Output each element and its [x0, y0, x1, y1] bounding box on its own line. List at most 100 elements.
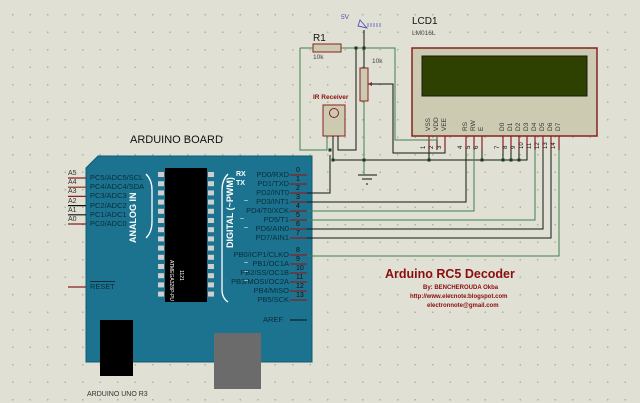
atmega-chip[interactable]	[165, 168, 207, 302]
digital-pin-tag: ~	[244, 269, 249, 276]
project-title: Arduino RC5 Decoder	[385, 267, 515, 281]
analog-pin-name: PC3/ADC3	[90, 191, 127, 201]
resistor-ref: R1	[313, 33, 326, 44]
wire-junction	[362, 158, 366, 162]
digital-pin-tag: RX	[236, 171, 246, 178]
lcd-pin-number: 1	[421, 145, 427, 149]
chip-sublabel: 1121	[178, 270, 184, 281]
chip-pin	[158, 254, 164, 260]
wire	[307, 150, 475, 212]
chip-pin	[158, 190, 164, 196]
digital-pin-name: PB0/ICP1/CLKO	[233, 250, 289, 259]
digital-pin-number: 8	[296, 247, 300, 254]
ir-receiver[interactable]	[322, 104, 346, 137]
lcd-pin-number: 11	[527, 142, 533, 149]
wire	[337, 48, 357, 151]
digital-pin-name: PD1/TXD	[257, 179, 289, 188]
lcd-pin-number: 10	[519, 142, 525, 149]
analog-in-header: ANALOG IN	[128, 192, 138, 244]
digital-pin-name: PB4/MISO	[253, 286, 289, 295]
wire-junction	[354, 46, 358, 50]
wire	[394, 136, 438, 141]
potentiometer[interactable]	[359, 67, 369, 102]
chip-label: ATMEGA328P-PU	[168, 260, 174, 302]
wire	[307, 155, 331, 194]
lcd-pin-number: 7	[495, 145, 501, 149]
chip-pin	[208, 291, 214, 297]
project-author: By: BENCHEROUDA Okba	[423, 285, 499, 291]
digital-pin-name: PD6/AIN0	[255, 224, 289, 233]
wire	[307, 150, 544, 230]
lcd-pin-name: VSS	[425, 117, 432, 131]
chip-pin	[158, 291, 164, 297]
project-url[interactable]: http://www.elecnote.blogspot.com	[410, 294, 508, 300]
wire	[307, 150, 560, 257]
wire-junction	[331, 158, 335, 162]
pot-value: 10k	[372, 58, 383, 65]
resistor-r1[interactable]	[312, 43, 342, 53]
digital-pin-name: PB2/SS/OC1B	[240, 268, 289, 277]
chip-pin	[208, 172, 214, 177]
chip-pin	[208, 190, 214, 196]
analog-pin-number: A1	[68, 206, 77, 214]
wire	[392, 150, 446, 154]
digital-pin-tag: ~	[244, 198, 249, 205]
power-5v-symbol	[357, 19, 369, 29]
aref-label: AREF	[263, 315, 284, 324]
digital-header: DIGITAL (~PWM)	[225, 177, 235, 248]
chip-pin	[208, 199, 214, 205]
wire	[307, 150, 467, 203]
power-jack	[100, 320, 133, 376]
chip-pin	[208, 282, 214, 288]
wire-junction	[501, 158, 505, 162]
chip-pin	[158, 199, 164, 205]
chip-pin	[158, 264, 164, 269]
digital-pin-name: PD5/T1	[263, 215, 289, 224]
analog-pin-name: PC0/ADC0	[90, 219, 127, 228]
ir-receiver-label: IR Receiver	[313, 94, 349, 101]
wire	[307, 150, 552, 239]
digital-pin-number: 5	[296, 212, 300, 219]
project-email[interactable]: electronnote@gmail.com	[427, 303, 499, 309]
digital-pin-name: PB3/MOSI/OC2A	[231, 277, 289, 286]
digital-pin-tag: TX	[236, 180, 245, 187]
chip-pin	[158, 218, 164, 223]
chip-pin	[158, 208, 164, 214]
lcd-pin-name: RS	[462, 121, 469, 131]
chip-pin	[158, 172, 164, 177]
digital-pin-tag: ~	[240, 216, 245, 223]
wire-junction	[480, 158, 484, 162]
digital-pin-number: 0	[296, 167, 300, 174]
lcd-pin-number: 2	[429, 145, 435, 149]
digital-pin-name: PD3/INT1	[256, 197, 289, 206]
digital-pin-name: PB5/SCK	[257, 295, 289, 304]
ground-symbol	[358, 174, 377, 185]
pot-wiper	[368, 83, 394, 150]
wire	[341, 47, 396, 136]
lcd-model: LM016L	[412, 30, 436, 37]
digital-bracket	[221, 173, 229, 303]
lcd-pin-name: D1	[507, 122, 514, 131]
analog-bracket	[145, 173, 153, 239]
digital-pin-number: 3	[296, 194, 300, 201]
lcd-pin-name: D7	[555, 122, 562, 131]
digital-pin-number: 4	[296, 203, 300, 210]
digital-pin-tag: ~	[244, 225, 249, 232]
chip-pin	[158, 282, 164, 288]
wire	[299, 48, 328, 151]
chip-pin	[208, 273, 214, 279]
wire-junction	[362, 46, 366, 50]
lcd-pin-name: RW	[470, 120, 477, 131]
digital-pin-name: PB1/OC1A	[252, 259, 289, 268]
digital-pin-number: 13	[296, 292, 304, 299]
analog-pin-number: A3	[68, 188, 77, 196]
analog-pin-name: PC4/ADC4/SDA	[90, 182, 145, 192]
lcd-pin-number: 9	[511, 145, 517, 149]
analog-pin-number: A5	[68, 170, 77, 177]
chip-pin	[158, 273, 164, 279]
analog-pin-number: A4	[68, 179, 77, 187]
lcd-pin-name: VEE	[441, 117, 448, 131]
digital-pin-number: 6	[296, 221, 300, 228]
lcd-pin-name: D0	[499, 122, 506, 131]
